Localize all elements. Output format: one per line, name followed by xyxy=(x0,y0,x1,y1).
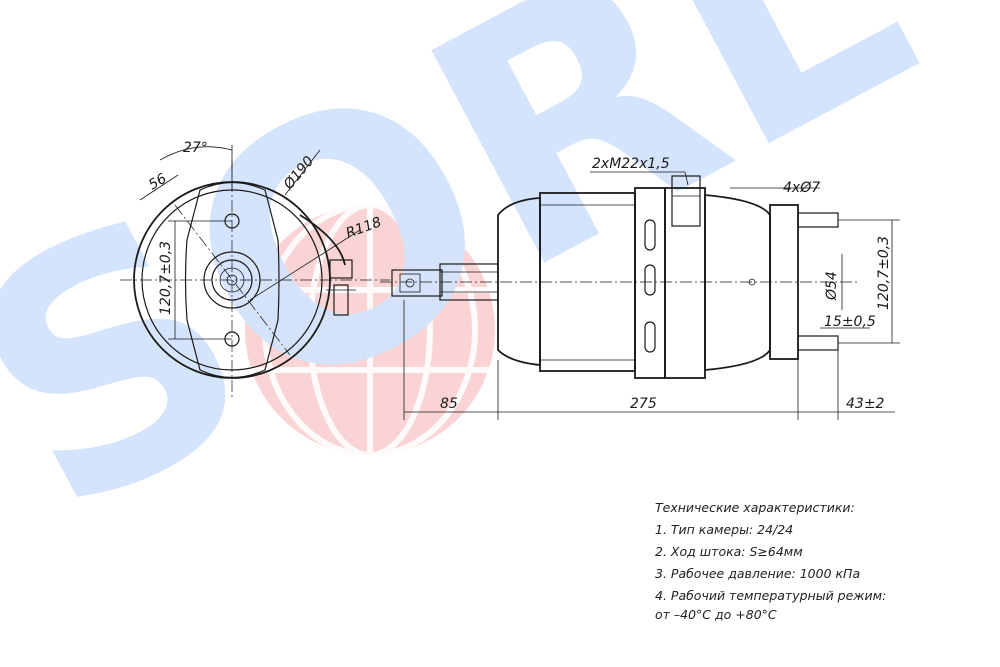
dim-56: 56 xyxy=(146,171,170,194)
watermark-globe xyxy=(245,202,495,458)
end-view xyxy=(120,145,390,400)
dim-thread: 2xM22x1,5 xyxy=(592,156,670,172)
specs-title: Технические характеристики: xyxy=(655,500,855,515)
spec-line-5: от –40°С до +80°С xyxy=(655,607,777,622)
spec-line-3: 3. Рабочее давление: 1000 кПа xyxy=(655,566,861,581)
dim-85: 85 xyxy=(440,396,458,412)
spec-line-2: 2. Ход штока: S≥64мм xyxy=(655,544,803,559)
dim-left-1207: 120,7±0,3 xyxy=(158,241,174,315)
dim-275: 275 xyxy=(630,396,657,412)
dim-right-1207: 120,7±0,3 xyxy=(876,236,892,310)
dim-15: 15±0,5 xyxy=(824,314,876,330)
spec-line-1: 1. Тип камеры: 24/24 xyxy=(655,522,794,537)
side-view xyxy=(380,171,900,420)
dim-holes: 4xØ7 xyxy=(783,180,820,196)
dim-diam-54: Ø54 xyxy=(824,271,840,301)
dim-43: 43±2 xyxy=(846,396,885,412)
dim-angle-27: 27° xyxy=(183,140,208,156)
spec-line-4: 4. Рабочий температурный режим: xyxy=(655,588,887,603)
technical-specs: Технические характеристики: 1. Тип камер… xyxy=(655,497,985,623)
